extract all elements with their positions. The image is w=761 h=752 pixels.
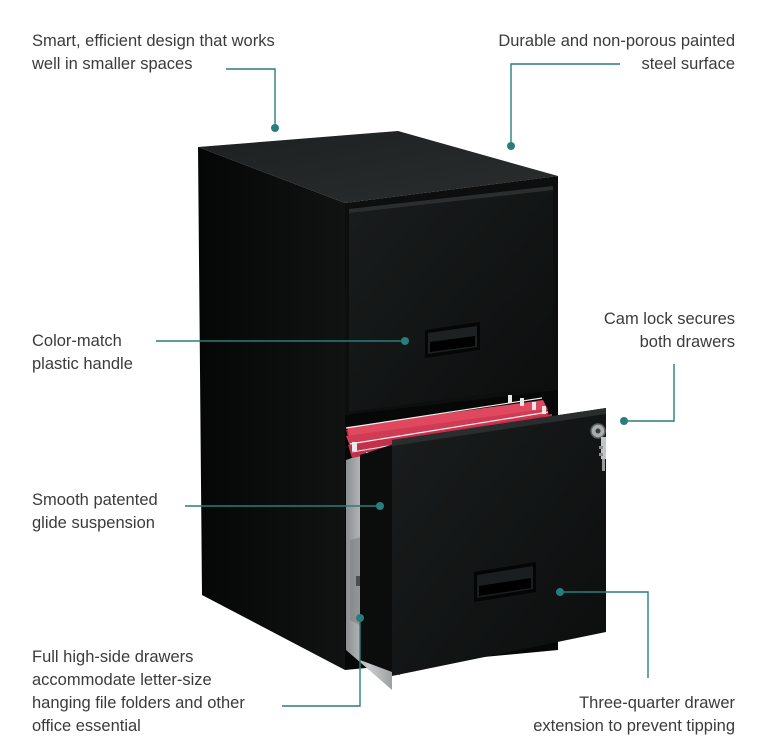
callout-drawers-line-3: hanging file folders and other	[32, 694, 245, 712]
bottom-drawer-front-edge	[392, 408, 606, 446]
callout-drawers-line-4: office essential	[32, 717, 141, 735]
cam-lock-key-icon	[590, 423, 606, 471]
cabinet-top	[198, 131, 558, 203]
callout-surface: Durable and non-porous painted steel sur…	[498, 30, 735, 76]
leader-extension	[560, 591, 649, 678]
callout-surface-line-2: steel surface	[641, 55, 735, 73]
callout-design-line-2: well in smaller spaces	[32, 55, 193, 73]
top-drawer-front	[349, 186, 553, 412]
callout-lock-line-1: Cam lock secures	[603, 310, 735, 328]
top-drawer-handle	[425, 322, 480, 358]
leader-design	[226, 68, 276, 128]
callout-dot-icon	[507, 142, 515, 150]
callout-surface-line-1: Durable and non-porous painted	[498, 32, 735, 50]
cabinet-left-side	[198, 147, 345, 670]
callout-leaders	[156, 63, 675, 707]
callout-design: Smart, efficient design that works well …	[32, 30, 275, 76]
callout-drawers-line-2: accommodate letter-size	[32, 671, 212, 689]
callout-lock: Cam lock secures both drawers	[604, 308, 735, 354]
bottom-drawer-handle	[474, 562, 536, 602]
callout-extension: Three-quarter drawer extension to preven…	[533, 692, 735, 738]
callout-dot-icon	[620, 417, 628, 425]
filing-cabinet	[198, 131, 606, 690]
leader-drawers	[282, 618, 361, 707]
callout-glide-line-1: Smooth patented	[32, 491, 158, 509]
open-drawer	[345, 395, 606, 690]
callout-dot-icon	[401, 337, 409, 345]
callout-extension-line-2: extension to prevent tipping	[533, 717, 735, 735]
callout-dot-icon	[271, 124, 279, 132]
callout-dots	[271, 124, 628, 622]
callout-dot-icon	[376, 502, 384, 510]
callout-glide-line-2: glide suspension	[32, 514, 155, 532]
callout-lock-line-2: both drawers	[639, 333, 735, 351]
leader-surface	[510, 63, 620, 146]
callout-glide: Smooth patented glide suspension	[32, 489, 158, 535]
callout-dot-icon	[556, 588, 564, 596]
top-drawer-edge	[349, 186, 553, 213]
callout-dot-icon	[356, 614, 364, 622]
callout-handle-line-1: Color-match	[32, 332, 122, 350]
leader-lock	[624, 364, 675, 422]
bottom-drawer-front	[392, 408, 606, 676]
callout-design-line-1: Smart, efficient design that works	[32, 32, 275, 50]
callout-extension-line-1: Three-quarter drawer	[579, 694, 735, 712]
callout-handle-line-2: plastic handle	[32, 355, 133, 373]
callout-handle: Color-match plastic handle	[32, 330, 133, 376]
drawer-side-wall	[360, 442, 400, 675]
callout-drawers: Full high-side drawers accommodate lette…	[32, 646, 245, 738]
callout-drawers-line-1: Full high-side drawers	[32, 648, 194, 666]
